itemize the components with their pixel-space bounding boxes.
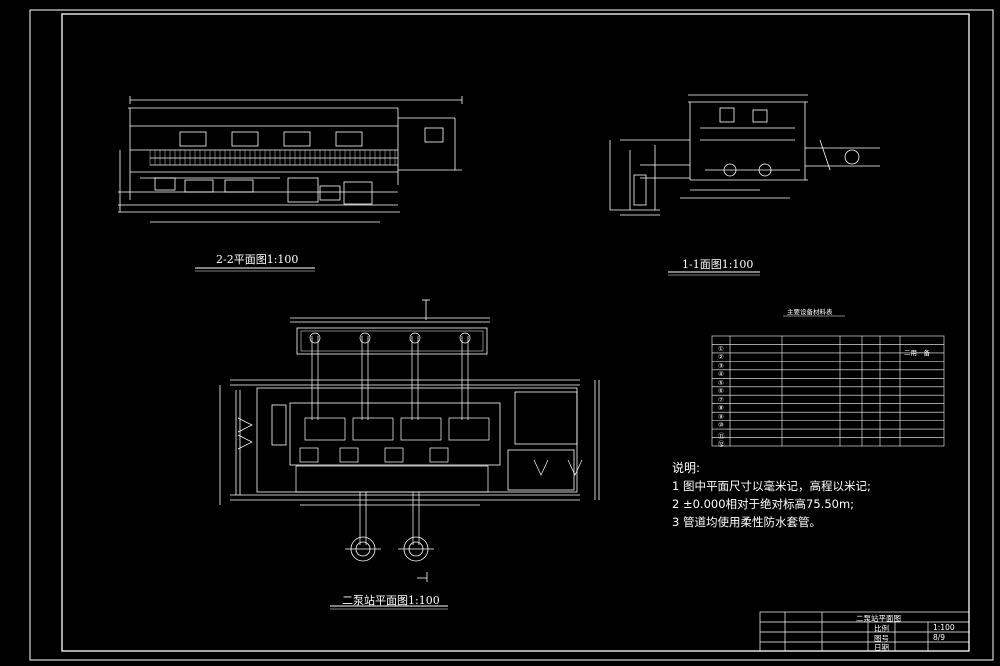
material-table-last-col: 二用一备 <box>904 349 930 357</box>
material-table-row-number: ⑥ <box>718 387 724 396</box>
material-table-grid <box>711 335 945 447</box>
note-2: 2 ±0.000相对于绝对标高75.50m; <box>672 497 855 511</box>
plan-doors <box>237 417 583 476</box>
material-table-row-number: ⑩ <box>718 421 724 430</box>
title-block-scale-value: 1:100 <box>933 623 955 632</box>
section-2-2-vertical-hatch <box>149 150 396 165</box>
suction-pipes <box>309 332 471 545</box>
section-1-1-drawing <box>609 94 880 216</box>
material-table-row-number: ① <box>718 344 724 353</box>
title-block-drawing-name: 二泵站平面图 <box>856 614 901 623</box>
material-table-row-number: ⑫ <box>718 440 725 449</box>
notes-heading: 说明: <box>672 461 701 475</box>
material-table-row-number: ⑤ <box>718 378 724 387</box>
material-table-row-number: ③ <box>718 361 724 370</box>
material-table-row-number: ④ <box>718 370 724 379</box>
material-table-row-number: ⑪ <box>718 431 725 440</box>
note-1: 1 图中平面尺寸以毫米记，高程以米记; <box>672 479 871 493</box>
inner-frame <box>61 13 970 652</box>
material-table-row-number: ⑦ <box>718 395 724 404</box>
plan-title: 二泵站平面图1:100 <box>342 594 440 607</box>
pump-station-plan-drawing <box>219 299 600 582</box>
material-table-row-number: ② <box>718 353 724 362</box>
title-block-scale-label: 比例 <box>874 624 889 633</box>
title-block-grid <box>759 611 970 652</box>
valve-wells <box>345 536 434 562</box>
section-2-2-title: 2-2平面图1:100 <box>216 253 299 266</box>
pump-units <box>295 417 490 493</box>
title-block-sheet-label: 图号 <box>874 634 889 643</box>
title-block-sheet-value: 8/9 <box>933 633 946 642</box>
section-1-1-title: 1-1面图1:100 <box>682 258 754 271</box>
note-3: 3 管道均使用柔性防水套管。 <box>672 515 821 529</box>
material-table-title: 主要设备材料表 <box>787 308 833 316</box>
material-table-row-number: ⑨ <box>718 412 724 421</box>
material-table-row-number: ⑧ <box>718 404 724 413</box>
outer-frame <box>29 9 994 661</box>
title-block-date-label: 日期 <box>874 643 889 652</box>
section-2-2-drawing <box>118 96 463 223</box>
